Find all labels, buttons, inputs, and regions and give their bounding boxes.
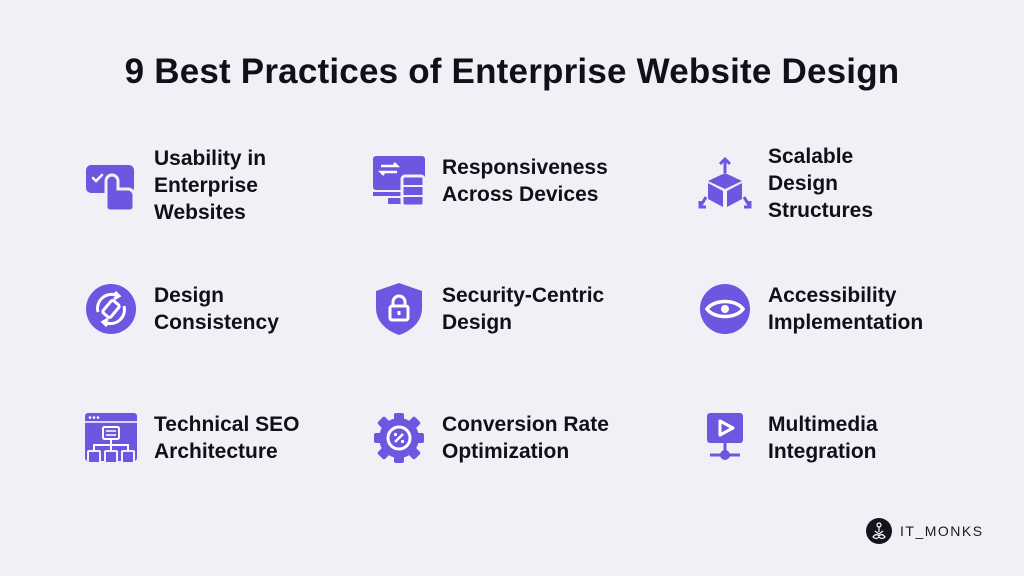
monk-logo-icon xyxy=(866,518,892,544)
sync-consistency-icon xyxy=(84,282,138,336)
page-title: 9 Best Practices of Enterprise Website D… xyxy=(124,52,900,91)
video-network-icon xyxy=(698,411,752,465)
shield-lock-icon xyxy=(372,282,426,336)
responsive-devices-icon xyxy=(372,154,426,208)
scalable-cube-icon xyxy=(698,156,752,211)
brand-logo: IT_MONKS xyxy=(866,518,984,544)
touch-hand-icon xyxy=(84,159,138,213)
brand-name: IT_MONKS xyxy=(900,523,984,539)
gear-percent-icon xyxy=(372,411,426,465)
eye-icon xyxy=(698,282,752,336)
sitemap-browser-icon xyxy=(84,411,138,465)
